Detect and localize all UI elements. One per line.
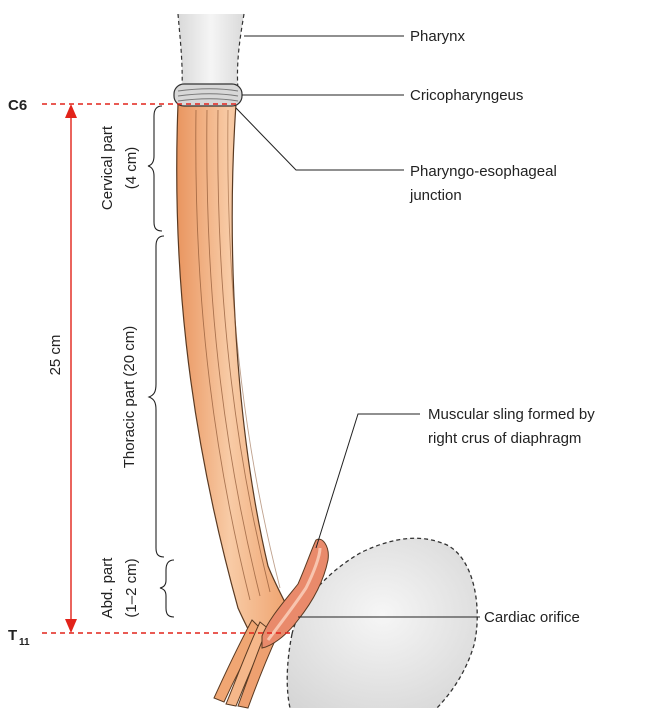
abdominal-brace bbox=[160, 560, 174, 617]
pharynx-label: Pharynx bbox=[410, 28, 466, 45]
cervical-brace bbox=[148, 106, 162, 231]
junction-label-line1: Pharyngo-esophageal bbox=[410, 163, 557, 180]
junction-label-line2: junction bbox=[409, 187, 462, 204]
level-c6-label: C6 bbox=[8, 97, 27, 114]
length-arrow-down-head bbox=[65, 619, 77, 633]
level-t11-label: T bbox=[8, 627, 17, 644]
thoracic-part-label: Thoracic part (20 cm) bbox=[121, 326, 138, 469]
length-arrow-up-head bbox=[65, 104, 77, 118]
level-t11-subscript: 11 bbox=[19, 637, 30, 648]
abdominal-part-label: Abd. part bbox=[99, 557, 116, 619]
junction-leader bbox=[236, 108, 404, 170]
pharynx bbox=[178, 14, 244, 90]
cervical-part-length: (4 cm) bbox=[123, 147, 140, 190]
sling-leader bbox=[316, 414, 420, 548]
abdominal-part-length: (1–2 cm) bbox=[123, 558, 140, 617]
leader-lines bbox=[236, 36, 480, 617]
cervical-part-label: Cervical part bbox=[99, 125, 116, 210]
thoracic-brace bbox=[149, 236, 164, 557]
sling-label-line2: right crus of diaphragm bbox=[428, 430, 581, 447]
part-braces bbox=[148, 106, 174, 617]
esophagus bbox=[177, 104, 294, 650]
total-length-label: 25 cm bbox=[47, 335, 64, 376]
sling-label-line1: Muscular sling formed by bbox=[428, 406, 595, 423]
cricopharyngeus-band bbox=[174, 84, 242, 106]
cardiac-orifice-label: Cardiac orifice bbox=[484, 609, 580, 626]
cricopharyngeus-label: Cricopharyngeus bbox=[410, 87, 523, 104]
